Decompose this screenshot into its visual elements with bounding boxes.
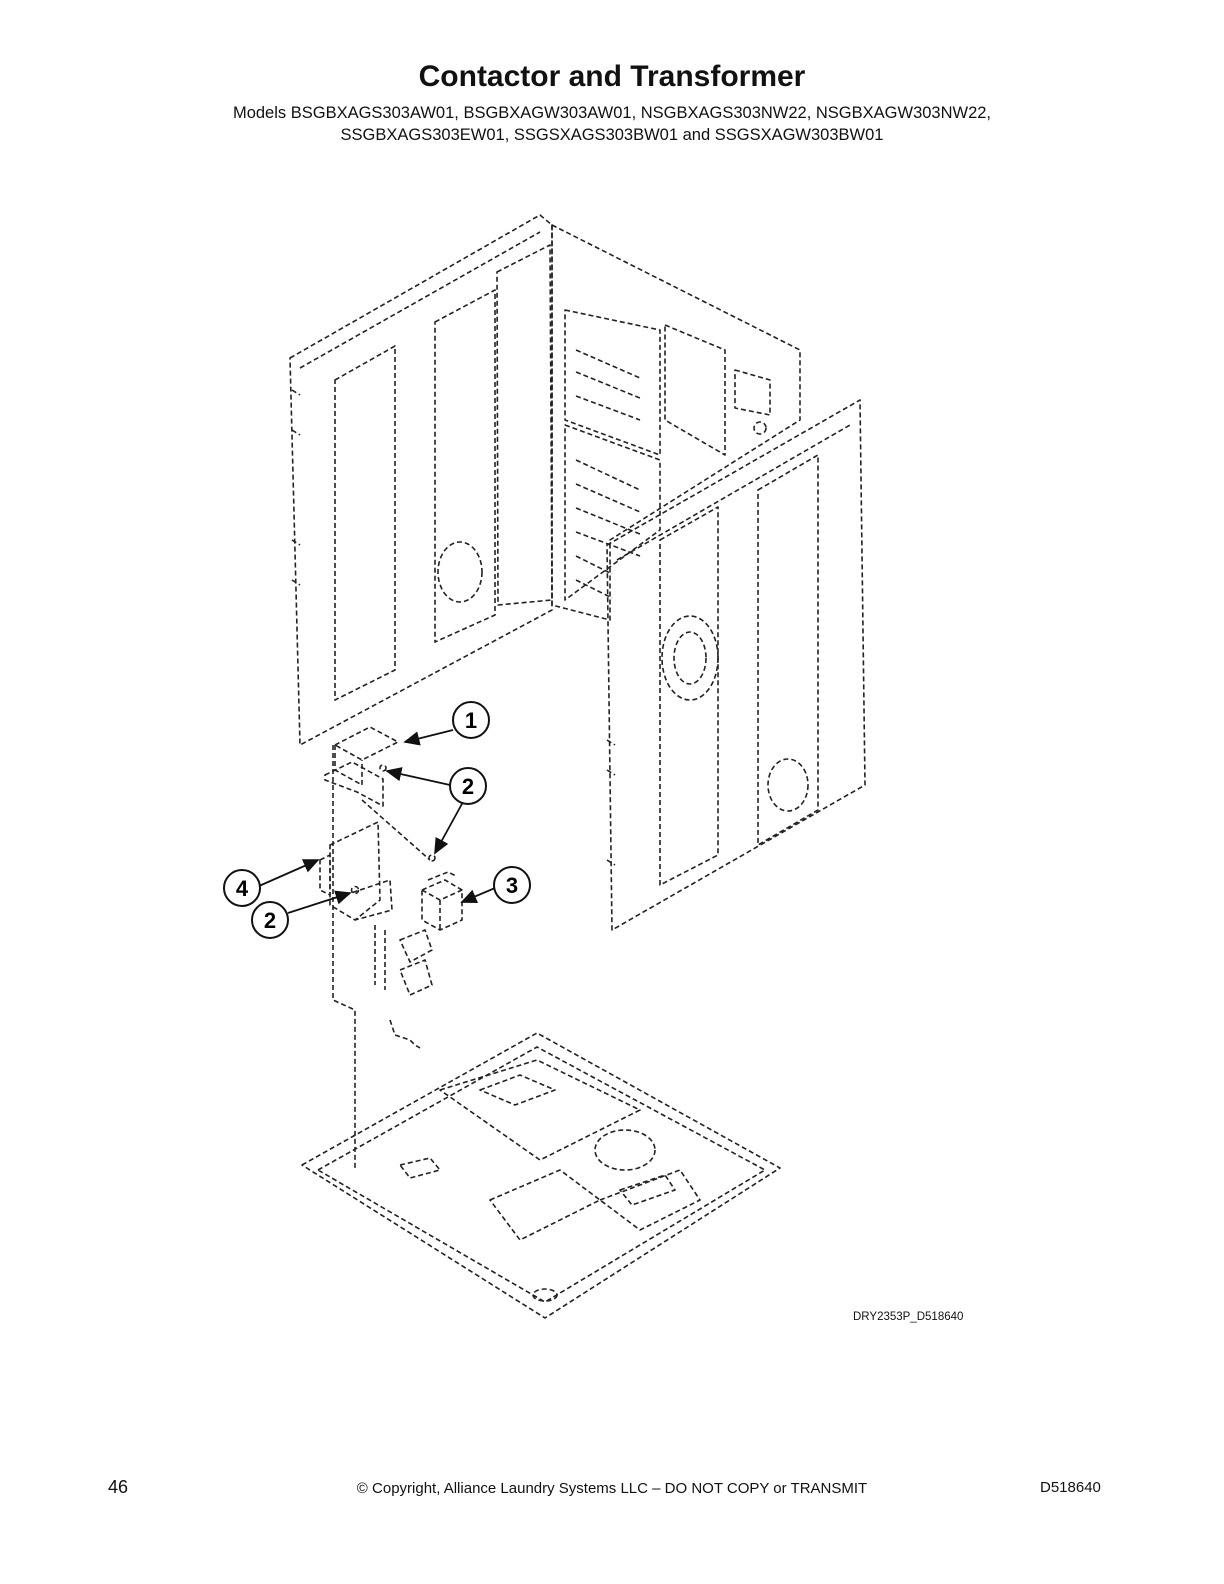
models-line-1: Models BSGBXAGS303AW01, BSGBXAGW303AW01,… bbox=[232, 104, 992, 122]
leader-line-2a bbox=[385, 767, 451, 786]
part-contactors bbox=[374, 925, 433, 1049]
alignment-line bbox=[332, 745, 356, 1170]
part-mounting-plate bbox=[319, 821, 393, 921]
copyright-notice: © Copyright, Alliance Laundry Systems LL… bbox=[356, 1480, 868, 1497]
svg-text:1: 1 bbox=[465, 708, 477, 733]
svg-text:3: 3 bbox=[506, 873, 518, 898]
cabinet-base bbox=[301, 1032, 781, 1319]
part-bracket bbox=[324, 726, 399, 807]
cabinet-back-wall bbox=[551, 224, 801, 621]
callout-3: 3 bbox=[493, 866, 531, 904]
svg-text:4: 4 bbox=[236, 876, 249, 901]
leader-line-2b bbox=[287, 890, 352, 914]
callout-2-upper: 2 bbox=[449, 767, 487, 805]
callout-2-lower: 2 bbox=[251, 901, 289, 939]
part-transformer bbox=[421, 871, 463, 931]
screw-a bbox=[379, 764, 387, 772]
screw-b bbox=[428, 854, 436, 862]
svg-text:2: 2 bbox=[462, 774, 474, 799]
document-number: D518640 bbox=[1040, 1479, 1101, 1496]
callout-4: 4 bbox=[223, 869, 261, 907]
svg-text:2: 2 bbox=[264, 908, 276, 933]
leader-line-1 bbox=[403, 729, 454, 746]
page-title: Contactor and Transformer bbox=[418, 60, 806, 93]
leader-line-4 bbox=[258, 859, 320, 887]
screw-c bbox=[350, 885, 360, 895]
leader-line-2a-down bbox=[434, 801, 464, 855]
callout-1: 1 bbox=[452, 701, 490, 739]
cabinet-right-wall bbox=[606, 399, 866, 931]
cabinet-left-wall bbox=[289, 214, 553, 746]
leader-line-3 bbox=[460, 887, 496, 904]
page-number: 46 bbox=[108, 1477, 129, 1497]
models-line-2: SSGBXAGS303EW01, SSGSXAGS303BW01 and SSG… bbox=[340, 126, 884, 144]
figure-code: DRY2353P_D518640 bbox=[853, 1311, 964, 1323]
